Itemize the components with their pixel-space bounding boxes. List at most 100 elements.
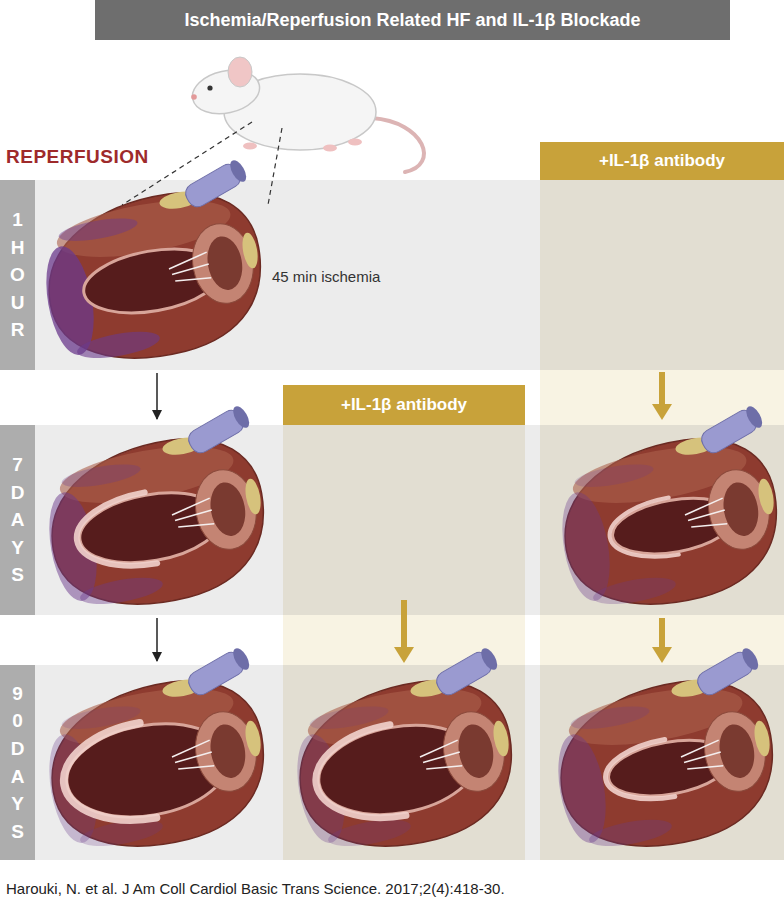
fat-tissue	[756, 478, 776, 516]
heart-illustration	[545, 402, 784, 620]
treatment-arrow	[652, 372, 672, 420]
fat-tissue	[491, 720, 511, 758]
time-point-label: 1 HOUR	[8, 206, 27, 344]
chordae	[687, 763, 723, 772]
time-point-band: 1 HOUR	[0, 180, 35, 370]
infarct-zone	[587, 815, 674, 851]
chordae	[422, 752, 460, 763]
citation-caption: Harouki, N. et al. J Am Coll Cardiol Bas…	[6, 880, 505, 897]
scar-tissue	[605, 497, 679, 565]
valve-region	[189, 465, 262, 554]
valve-opening	[454, 722, 497, 781]
infarct-zone	[78, 573, 165, 609]
mouse-illustration	[188, 57, 424, 172]
time-arrow	[156, 373, 158, 419]
chordae	[178, 521, 214, 530]
infarct-zone	[57, 214, 139, 246]
treatment-arrow	[394, 600, 414, 663]
time-arrows	[157, 372, 672, 663]
chordae	[426, 763, 462, 772]
title-text: Ischemia/Reperfusion Related HF and IL-1…	[184, 10, 640, 31]
treatment-label: +IL-1β antibody	[341, 395, 467, 415]
chordae	[683, 752, 721, 763]
treatment-arrow	[652, 618, 672, 663]
aorta-opening	[743, 404, 765, 431]
infarct-zone	[75, 327, 162, 363]
mouse-tail	[372, 118, 424, 172]
treatment-column	[283, 425, 525, 615]
heart-wall	[38, 668, 277, 862]
time-point-band: 90 DAYS	[0, 665, 35, 860]
aorta	[182, 158, 249, 211]
heart-wall	[547, 668, 784, 862]
valve-region	[698, 707, 771, 796]
scar-tissue	[601, 739, 675, 807]
mouse-nose	[191, 94, 197, 100]
annotation: 45 min ischemia	[272, 268, 380, 285]
infarct-zone	[573, 460, 655, 492]
treatment-box: +IL-1β antibody	[540, 142, 784, 180]
chordae	[174, 752, 212, 763]
chordae	[687, 510, 725, 521]
aorta-opening	[227, 158, 249, 185]
heart-illustration	[32, 644, 280, 862]
chordae	[174, 510, 212, 521]
aorta-opening	[230, 404, 252, 431]
valve-opening	[203, 234, 246, 293]
chordae	[171, 264, 209, 275]
treatment-label: +IL-1β antibody	[599, 151, 725, 171]
valve-region	[186, 219, 259, 308]
mouse-eye	[207, 85, 212, 90]
aorta-opening	[478, 646, 500, 673]
mouse-foot	[348, 139, 362, 146]
heart-illustration	[280, 644, 528, 862]
background-panels	[0, 180, 784, 860]
valve-opening	[206, 480, 249, 539]
row-band	[0, 425, 784, 615]
treatment-column	[540, 665, 784, 860]
aorta	[185, 404, 252, 457]
time-arrow	[156, 618, 158, 661]
aorta	[433, 646, 500, 699]
heart-wall	[551, 426, 784, 620]
time-point-label: 90 DAYS	[8, 680, 27, 845]
zoom-line	[268, 128, 282, 205]
heart-wall	[286, 668, 525, 862]
heart-wall	[35, 180, 274, 374]
mouse-foot	[243, 143, 257, 150]
scar-tissue	[71, 492, 157, 576]
aorta-opening	[230, 646, 252, 673]
fat-tissue	[240, 232, 260, 270]
fat-tissue	[243, 478, 263, 516]
fat-tissue	[752, 720, 772, 758]
chordae	[691, 521, 727, 530]
time-point-label: 7 DAYS	[8, 451, 27, 589]
heart-illustration	[32, 402, 280, 620]
aorta	[694, 646, 761, 699]
valve-opening	[715, 722, 758, 781]
time-point-band: 7 DAYS	[0, 425, 35, 615]
heart-wall	[38, 426, 277, 620]
valve-opening	[206, 722, 249, 781]
scar-tissue	[308, 725, 406, 830]
aorta	[698, 404, 765, 457]
title-banner: Ischemia/Reperfusion Related HF and IL-1…	[95, 0, 730, 40]
treatment-column	[540, 180, 784, 370]
infarct-zone	[60, 460, 142, 492]
treatment-box: +IL-1β antibody	[283, 385, 525, 425]
aorta	[185, 646, 252, 699]
valve-opening	[719, 480, 762, 539]
chordae	[178, 763, 214, 772]
mouse-foot	[323, 145, 337, 152]
treatment-column	[283, 665, 525, 860]
fat-tissue	[243, 720, 263, 758]
valve-region	[702, 465, 775, 554]
aorta-opening	[739, 646, 761, 673]
heart-illustration	[541, 644, 784, 862]
heart-illustration	[29, 156, 277, 374]
chordae	[175, 275, 211, 284]
mouse-ear	[228, 57, 252, 87]
valve-region	[189, 707, 262, 796]
